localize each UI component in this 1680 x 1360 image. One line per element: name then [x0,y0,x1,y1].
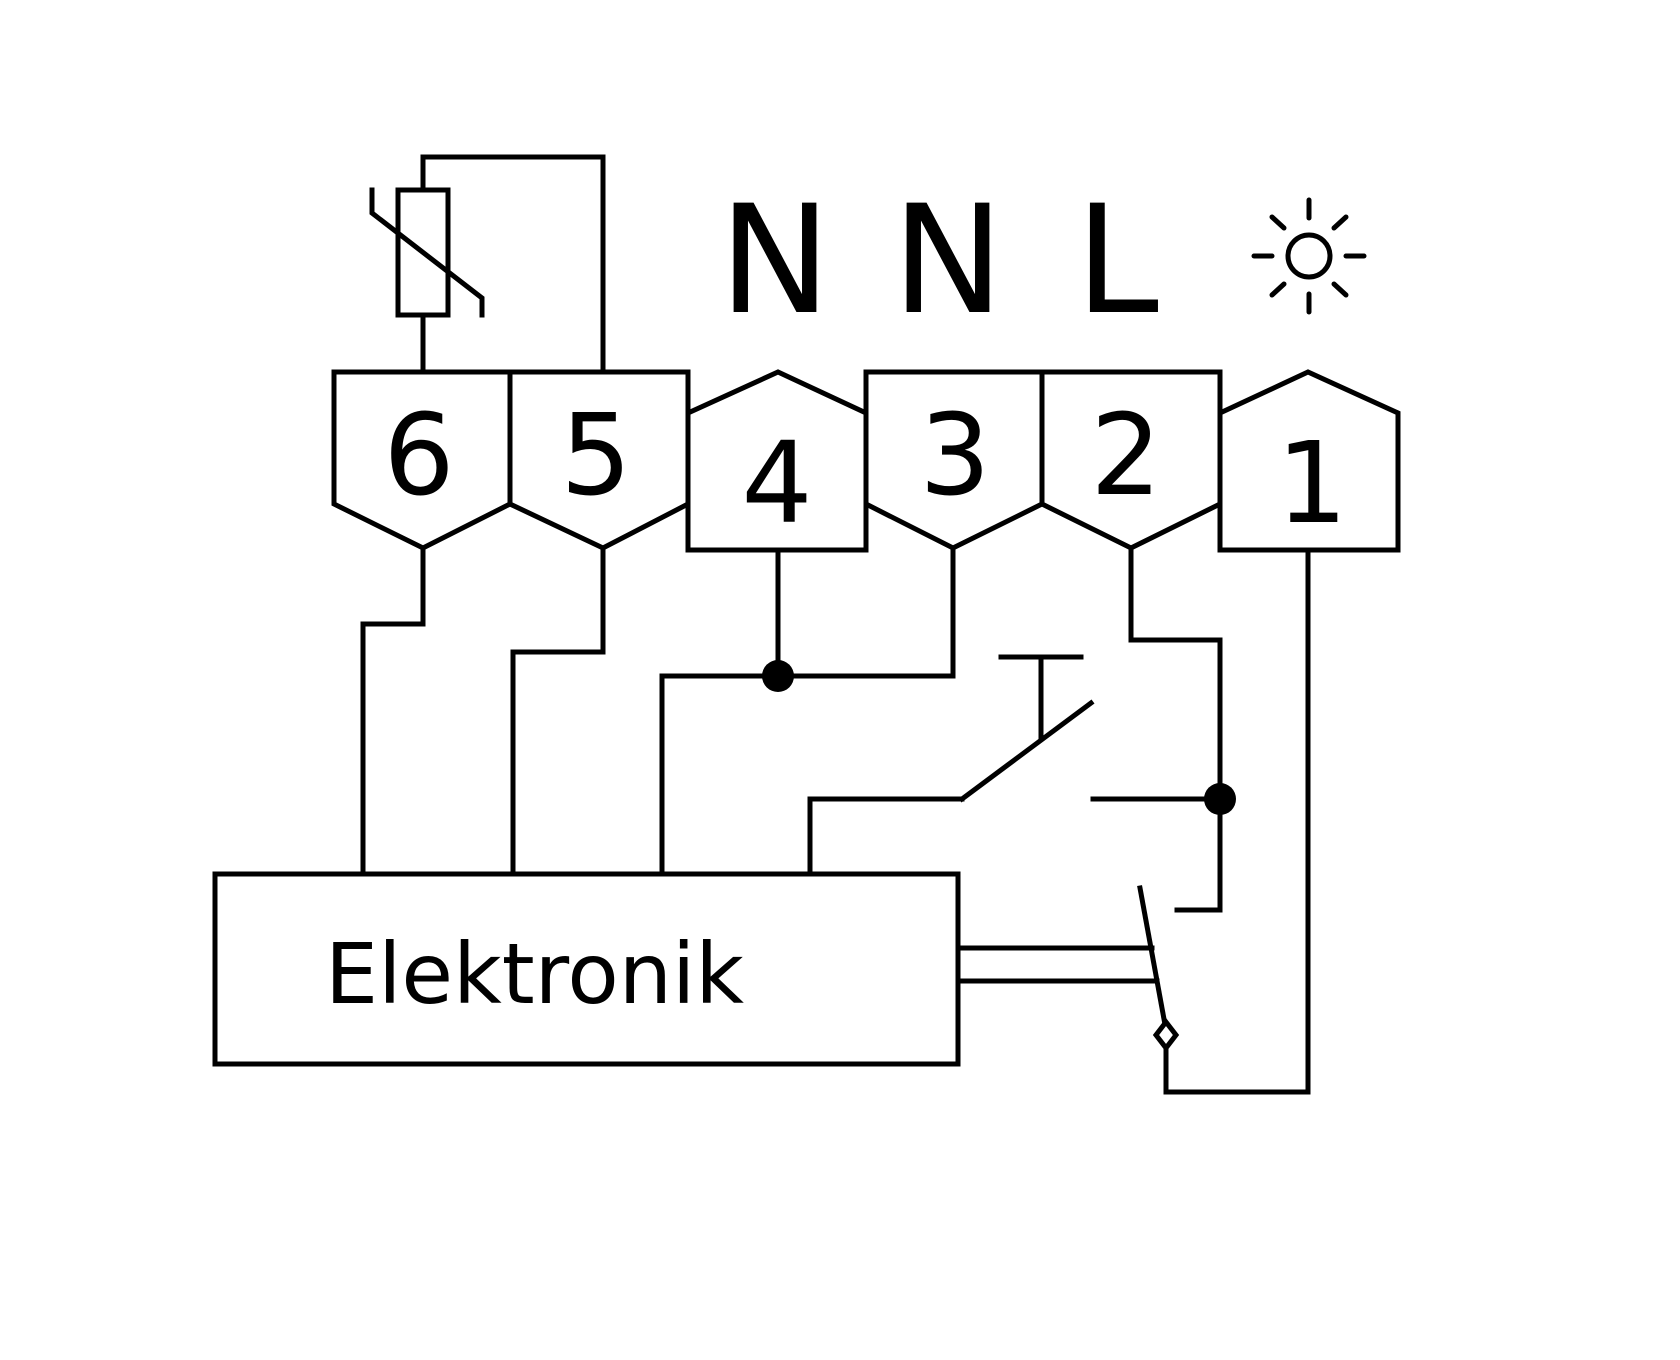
electronics-label: Elektronik [325,925,744,1023]
terminal-2-number: 2 [1090,391,1161,521]
relay-contact-icon [959,885,1180,1053]
wire-switch-output [807,796,965,875]
terminal-6-number: 6 [383,391,454,521]
label-neutral-terminal-3: N [892,174,1004,348]
terminal-block [331,369,1401,553]
label-neutral-terminal-4: N [719,174,831,348]
terminal-2 [1039,369,1223,551]
thermistor-icon [369,154,606,375]
terminal-5 [507,369,691,551]
terminal-3 [863,369,1045,551]
terminal-6 [331,369,513,551]
junction-dot-line [1204,783,1236,815]
label-line-terminal-2: L [1075,174,1159,348]
terminal-5-number: 5 [560,391,631,521]
sun-icon [1251,197,1367,315]
terminal-1 [1217,369,1401,553]
junction-dot-neutral [762,660,794,692]
terminal-1-number: 1 [1276,419,1347,549]
push-button-switch-icon [958,654,1095,803]
wire-terminal-6 [360,545,426,875]
wire-terminal-5 [510,545,606,875]
wire-terminal-2 [1128,545,1223,913]
wiring [360,545,1311,1095]
terminal-3-number: 3 [919,391,990,521]
terminal-4-number: 4 [741,419,812,549]
electronics-box [212,871,961,1067]
wire-terminal-1 [1163,547,1311,1095]
wire-neutral-bus [659,545,956,875]
